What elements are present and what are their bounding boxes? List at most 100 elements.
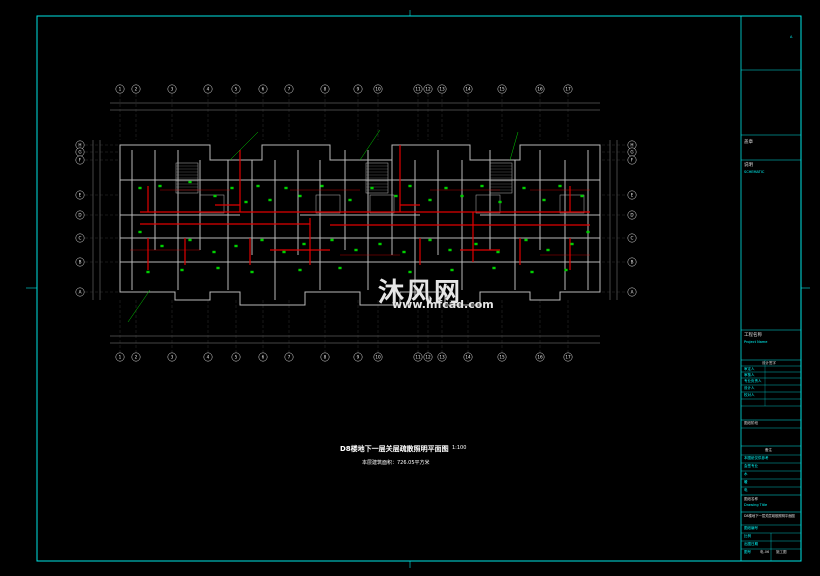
emergency-light-icon	[212, 250, 216, 254]
axis-bottom-15-label: 15	[499, 355, 505, 360]
axis-top-15	[497, 84, 507, 94]
tb-drawing-name-label: 图纸名称	[744, 497, 758, 501]
axis-top-14-label: 14	[465, 87, 471, 92]
tb-row-1: 审核人	[744, 373, 755, 377]
axis-top-13	[437, 84, 447, 94]
axis-bottom-9-label: 9	[357, 355, 360, 360]
axis-bottom-17	[563, 352, 573, 362]
tb-sheet-no: 电-06	[760, 550, 770, 554]
axis-left-D	[75, 210, 85, 220]
tb-note-label: 说明	[744, 163, 753, 168]
tb-drawing-name: D8楼地下一层关层疏散照明平面图	[744, 514, 795, 518]
axis-left-D-label: D	[78, 213, 81, 218]
axis-bottom-1	[115, 352, 125, 362]
axis-right-B	[627, 257, 637, 267]
axis-left-F	[75, 155, 85, 165]
axis-top-6	[258, 84, 268, 94]
axis-top-10-label: 10	[375, 87, 381, 92]
emergency-light-icon	[298, 268, 302, 272]
axis-right-C	[627, 233, 637, 243]
tb-project-sub: Project Name	[744, 340, 768, 344]
emergency-light-icon	[282, 250, 286, 254]
axis-top-17	[563, 84, 573, 94]
axis-bottom-4	[203, 352, 213, 362]
axis-top-16-label: 16	[537, 87, 543, 92]
axis-bottom-11	[413, 352, 423, 362]
emergency-light-icon	[402, 250, 406, 254]
axis-left-G-label: G	[78, 150, 81, 155]
axis-top-7-label: 7	[288, 87, 291, 92]
axis-left-C	[75, 233, 85, 243]
emergency-light-icon	[330, 238, 334, 242]
axis-right-F-label: F	[631, 158, 634, 163]
axis-top-12-label: 12	[425, 87, 431, 92]
axis-bottom-9	[353, 352, 363, 362]
emergency-light-icon	[564, 268, 568, 272]
axis-left-A-label: A	[79, 290, 82, 295]
emergency-light-icon	[188, 180, 192, 184]
tb-row2-2: 水	[744, 472, 748, 476]
tb-stage-label: 图纸阶段	[744, 421, 758, 425]
tb-row-2: 专业负责人	[744, 379, 762, 383]
emergency-light-icon	[498, 200, 502, 204]
tb-remark-label: 备注	[765, 448, 772, 452]
bottom-dimension-lines	[110, 335, 600, 344]
axis-top-11	[413, 84, 423, 94]
axis-top-4-label: 4	[207, 87, 210, 92]
emergency-light-icon	[158, 184, 162, 188]
axis-bottom-11-label: 11	[415, 355, 421, 360]
emergency-light-icon	[160, 244, 164, 248]
emergency-light-icon	[408, 184, 412, 188]
axis-top-8	[320, 84, 330, 94]
axis-top-3-label: 3	[171, 87, 174, 92]
emergency-light-icon	[188, 238, 192, 242]
axis-right-E	[627, 190, 637, 200]
axis-bottom-7	[284, 352, 294, 362]
axis-right-G-label: G	[630, 150, 633, 155]
emergency-light-icon	[268, 198, 272, 202]
tb-row2-3: 暖	[744, 480, 748, 484]
emergency-light-icon	[448, 248, 452, 252]
tb-sign-label: 设计签字	[762, 361, 776, 365]
axis-top-5-label: 5	[235, 87, 238, 92]
lighting-fixtures	[138, 180, 590, 274]
emergency-light-icon	[522, 186, 526, 190]
tb-note-sub: SCHEMATIC	[744, 170, 765, 174]
axis-bottom-2-label: 2	[135, 355, 138, 360]
tb-row2-0: 本图纸仅供参考	[744, 456, 769, 460]
emergency-light-icon	[213, 194, 217, 198]
axis-bottom-6	[258, 352, 268, 362]
emergency-light-icon	[474, 242, 478, 246]
emergency-light-icon	[348, 198, 352, 202]
axis-left-B-label: B	[79, 260, 82, 265]
emergency-light-icon	[480, 184, 484, 188]
emergency-light-icon	[586, 230, 590, 234]
tb-seal-label: 盖章	[744, 140, 753, 145]
axis-right-H-label: H	[630, 143, 633, 148]
emergency-light-icon	[244, 200, 248, 204]
tb-bottom-note: 施工图	[776, 550, 787, 554]
emergency-light-icon	[580, 194, 584, 198]
wiring-thin	[130, 189, 590, 256]
axis-bottom-4-label: 4	[207, 355, 210, 360]
axis-bottom-16-label: 16	[537, 355, 543, 360]
sheet-border	[36, 15, 802, 562]
axis-bottom-13-label: 13	[439, 355, 445, 360]
axis-top-8-label: 8	[324, 87, 327, 92]
tb-row2-4: 电	[744, 488, 748, 492]
axis-left-E	[75, 190, 85, 200]
axis-grid-lines	[85, 94, 627, 352]
watermark-brand: 沐风网	[378, 278, 463, 308]
axis-left-H-label: H	[78, 143, 81, 148]
axis-bottom-5	[231, 352, 241, 362]
axis-top-1-label: 1	[119, 87, 122, 92]
axis-bottom-16	[535, 352, 545, 362]
emergency-light-icon	[408, 270, 412, 274]
axis-bottom-7-label: 7	[288, 355, 291, 360]
area-note: 本层建筑面积：726.05平方米	[362, 460, 430, 466]
emergency-light-icon	[370, 186, 374, 190]
axis-bottom-12-label: 12	[425, 355, 431, 360]
emergency-light-icon	[542, 198, 546, 202]
axis-right-B-label: B	[631, 260, 634, 265]
